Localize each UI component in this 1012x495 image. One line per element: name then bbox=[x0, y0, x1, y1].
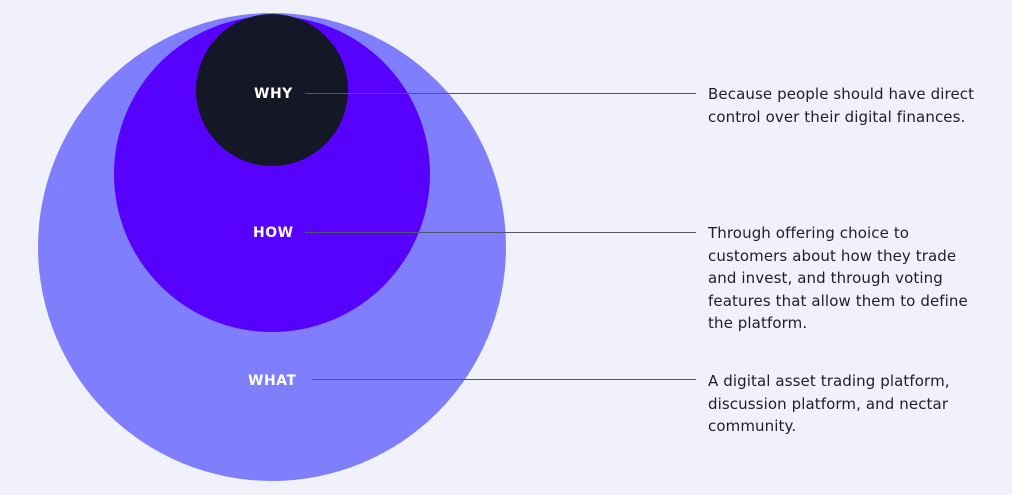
why-description: Because people should have direct contro… bbox=[708, 85, 975, 126]
what-description: A digital asset trading platform, discus… bbox=[708, 372, 950, 435]
what-connector-line bbox=[312, 379, 696, 380]
why-connector-line bbox=[305, 93, 696, 94]
why-label: WHY bbox=[254, 86, 293, 102]
how-label: HOW bbox=[253, 225, 294, 241]
what-label: WHAT bbox=[248, 373, 297, 389]
how-description: Through offering choice to customers abo… bbox=[708, 224, 968, 332]
how-connector-line bbox=[305, 232, 696, 233]
why-circle bbox=[196, 14, 348, 166]
